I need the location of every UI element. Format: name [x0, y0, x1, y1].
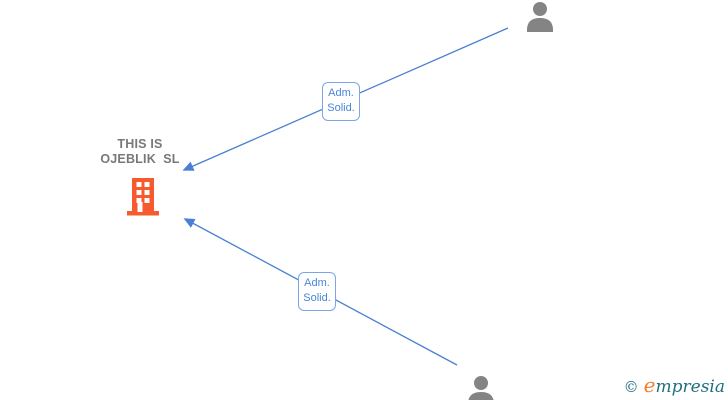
edge-label-line2: Solid. — [327, 101, 355, 114]
person-icon — [468, 376, 494, 400]
company-name-line1: THIS IS — [117, 137, 163, 151]
brand-initial: e — [643, 373, 656, 397]
person-icon — [527, 2, 553, 32]
company-name-line2: OJEBLIK SL — [100, 152, 180, 167]
edge-label-adm-solid-bottom: Adm. Solid. — [298, 272, 336, 311]
edge-label-line1: Adm. — [304, 277, 330, 289]
copyright-symbol: © — [623, 378, 639, 396]
person-node-top[interactable] — [524, 2, 556, 32]
brand-wordmark: empresia — [644, 373, 725, 397]
edge-label-line1: Adm. — [328, 87, 354, 99]
company-node[interactable] — [124, 178, 162, 216]
edge-label-adm-solid-top: Adm. Solid. — [322, 82, 360, 121]
empresia-logo: © empresia — [624, 373, 725, 397]
brand-rest: mpresia — [655, 377, 726, 397]
building-icon — [127, 178, 159, 216]
person-node-bottom[interactable] — [465, 376, 497, 400]
edge-label-line2: Solid. — [303, 291, 331, 304]
